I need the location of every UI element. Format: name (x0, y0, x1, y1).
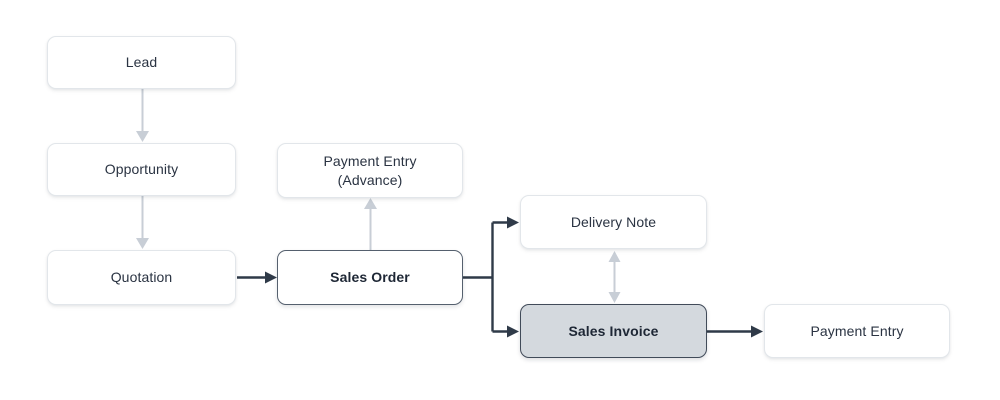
node-lead-label: Lead (125, 54, 158, 70)
node-payment-entry-label: Payment Entry (810, 322, 904, 339)
node-quotation-label: Quotation (110, 269, 173, 285)
arrowhead-down-icon (136, 238, 149, 249)
node-lead: Lead (47, 36, 236, 89)
node-sales-order: Sales Order (277, 250, 463, 305)
arrowhead-up-icon (364, 198, 377, 209)
node-delivery-note: Delivery Note (520, 195, 707, 249)
node-sales-invoice-label: Sales Invoice (568, 322, 659, 339)
arrowhead-right-icon (265, 271, 277, 284)
node-opportunity-label: Opportunity (104, 161, 179, 177)
arrowhead-down-icon (136, 131, 149, 142)
arrowhead-right-icon (751, 325, 763, 338)
node-sales-invoice: Sales Invoice (520, 304, 707, 358)
arrowhead-right-icon (507, 216, 519, 229)
arrowhead-up-icon (608, 251, 621, 262)
edge-salesorder-branch (463, 221, 508, 333)
node-payment-entry: Payment Entry (764, 304, 950, 358)
node-sales-order-label: Sales Order (330, 269, 410, 285)
arrowhead-right-icon (507, 325, 519, 338)
node-payment-entry-advance-label: Payment Entry (Advance) (323, 152, 417, 188)
node-quotation: Quotation (47, 250, 236, 305)
node-delivery-note-label: Delivery Note (570, 213, 657, 230)
node-payment-entry-advance: Payment Entry (Advance) (277, 143, 463, 198)
node-opportunity: Opportunity (47, 143, 236, 196)
arrowhead-down-icon (608, 292, 621, 303)
